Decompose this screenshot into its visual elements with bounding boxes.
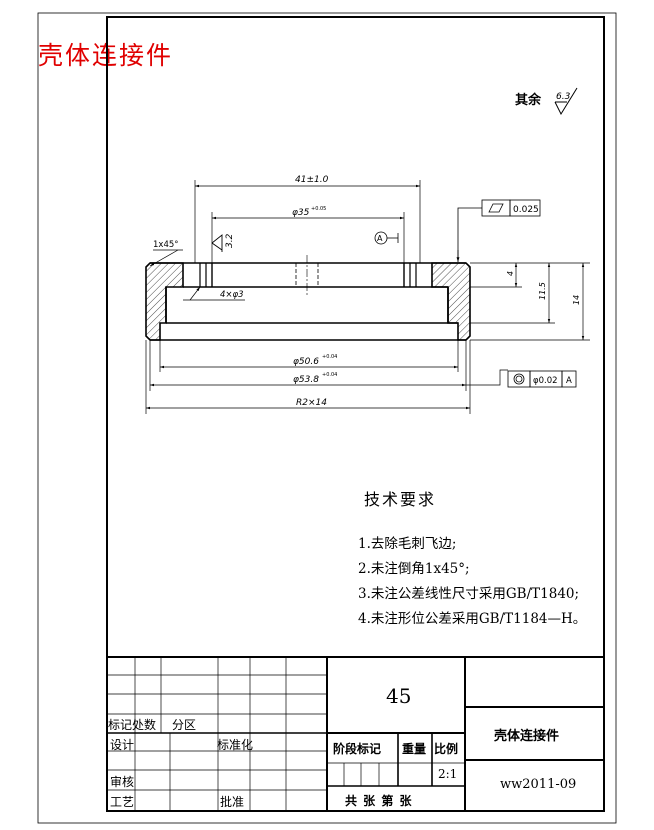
circularity-frame xyxy=(507,370,577,388)
label-weight: 重量 xyxy=(402,742,427,756)
roughness-symbol xyxy=(554,87,578,116)
part-name-label: 壳体连接件 xyxy=(494,729,560,744)
roughness-prefix: 其余 xyxy=(515,92,542,108)
dim-dia-53-8-tol: +0.04 xyxy=(322,372,337,378)
flatness-frame xyxy=(456,199,541,262)
dim-inner-top-tol: +0.05 xyxy=(311,206,326,212)
inner-frame xyxy=(106,16,605,812)
drawing-number-label: ww2011-09 xyxy=(500,777,577,792)
chamfer-label: 1x45° xyxy=(153,240,179,250)
dim-bottom-diameters xyxy=(145,340,508,414)
dim-outer-top-label: 41±1.0 xyxy=(295,175,329,185)
dim-height-11-5: 11.5 xyxy=(538,282,547,300)
tech-req-item-4: 4.未注形位公差采用GB/T1184—H。 xyxy=(358,611,587,627)
part-section xyxy=(145,255,471,341)
label-scale: 比例 xyxy=(434,742,459,756)
label-design: 设计 xyxy=(110,738,135,752)
dim-bottom: R2×14 xyxy=(296,398,327,408)
dim-inner-top xyxy=(211,212,405,263)
tech-req-item-1: 1.去除毛刺飞边; xyxy=(358,536,457,552)
tech-req-item-3: 3.未注公差线性尺寸采用GB/T1840; xyxy=(358,586,580,602)
label-stage-mark: 阶段标记 xyxy=(333,742,382,756)
dim-right-heights xyxy=(470,262,590,341)
material-label: 45 xyxy=(386,684,412,708)
dim-outer-top xyxy=(194,180,421,263)
label-sheets: 共 张 第 张 xyxy=(345,794,413,808)
chamfer-leader xyxy=(149,249,183,267)
roughness-value: 6.3 xyxy=(556,92,571,102)
dim-height-4: 4 xyxy=(506,271,515,276)
roughness-side-symbol xyxy=(211,234,223,252)
datum-marker xyxy=(374,231,399,245)
dim-dia-50-6-tol: +0.04 xyxy=(322,354,337,360)
dim-dia-50-6: φ50.6 xyxy=(293,357,319,367)
drawing-title: 壳体连接件 xyxy=(38,41,174,70)
tech-req-item-2: 2.未注倒角1x45°; xyxy=(358,561,470,577)
holes-leader xyxy=(183,286,245,301)
flatness-value: 0.025 xyxy=(513,205,539,215)
title-block xyxy=(107,656,604,811)
roughness-side-value: 3.2 xyxy=(225,233,235,248)
label-approve: 批准 xyxy=(220,795,245,809)
dim-height-14: 14 xyxy=(572,295,581,305)
dim-dia-53-8: φ53.8 xyxy=(293,375,319,385)
tech-req-heading: 技术要求 xyxy=(364,490,437,509)
label-zone: 分区 xyxy=(172,718,197,732)
label-mark-count: 标记处数 xyxy=(108,718,157,732)
circularity-value: φ0.02 xyxy=(533,376,558,386)
scale-value: 2:1 xyxy=(438,767,458,781)
label-review: 审核 xyxy=(110,775,135,789)
technical-requirements: 技术要求 1.去除毛刺飞边; 2.未注倒角1x45°; 3.未注公差线性尺寸采用… xyxy=(358,486,586,632)
holes-label: 4×φ3 xyxy=(220,290,244,300)
datum-letter: A xyxy=(377,234,383,243)
dim-inner-top-label: φ35 xyxy=(292,208,310,218)
label-standardize: 标准化 xyxy=(217,738,254,752)
circularity-datum: A xyxy=(566,376,572,386)
label-process: 工艺 xyxy=(110,795,135,809)
sheet-border xyxy=(37,12,617,824)
